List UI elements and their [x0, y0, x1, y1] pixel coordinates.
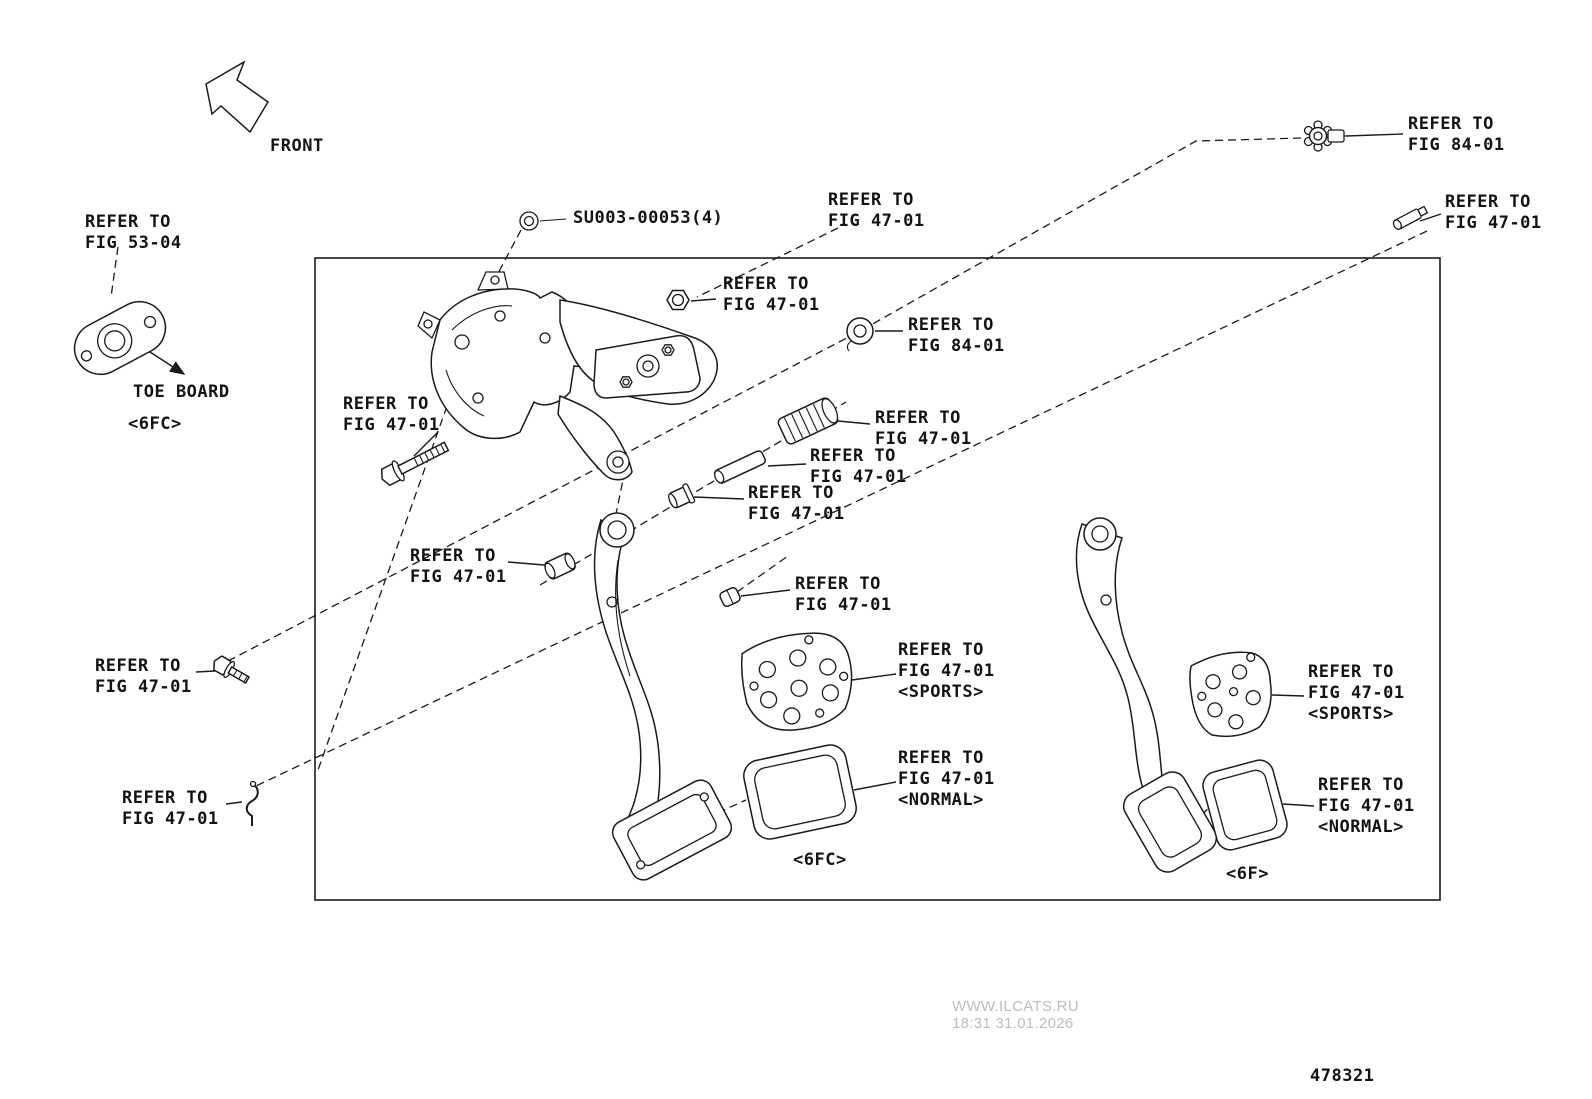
- callout-clip: REFER TO FIG 47-01: [795, 574, 892, 616]
- callout-normal-pad-right: REFER TO FIG 47-01 <NORMAL>: [1318, 775, 1415, 838]
- fastener-part-number-label: SU003-00053(4): [573, 208, 724, 228]
- grommet: [846, 317, 874, 352]
- callout-toe-board-fig: REFER TO FIG 53-04: [85, 212, 182, 254]
- callout-line: REFER TO: [1318, 775, 1404, 795]
- callout-line: FIG 47-01: [723, 295, 820, 315]
- callout-line: FIG 47-01: [875, 429, 972, 449]
- left-pedal-variant-label: <6FC>: [793, 850, 847, 870]
- callout-line: FIG 47-01: [828, 211, 925, 231]
- callout-line: REFER TO: [343, 394, 429, 414]
- right-pedal-variant-label: <6F>: [1226, 864, 1269, 884]
- callout-line: <NORMAL>: [898, 790, 984, 810]
- callout-line: FIG 47-01: [1445, 213, 1542, 233]
- callout-line: FIG 47-01: [898, 769, 995, 789]
- callout-right-clevis: REFER TO FIG 47-01: [1445, 192, 1542, 234]
- leader-lines: [195, 133, 1442, 807]
- left-pedal-arm: [593, 512, 733, 881]
- drawing-number: 478321: [1310, 1066, 1375, 1086]
- callout-pivot-bolt: REFER TO FIG 47-01: [343, 394, 440, 436]
- sports-pad-left: [740, 632, 853, 731]
- mount-nut: [666, 289, 690, 311]
- callout-sports-pad-right: REFER TO FIG 47-01 <SPORTS>: [1308, 662, 1405, 725]
- callout-collar: REFER TO FIG 47-01: [748, 483, 845, 525]
- left-spring-pin: [245, 780, 259, 826]
- callout-line: FIG 47-01: [1318, 796, 1415, 816]
- callout-line: FIG 84-01: [908, 336, 1005, 356]
- toe-board-variant-label: <6FC>: [128, 414, 182, 434]
- callout-line: REFER TO: [723, 274, 809, 294]
- callout-line: FIG 47-01: [748, 504, 845, 524]
- watermark-site: WWW.ILCATS.RU: [952, 998, 1079, 1015]
- toe-board-label: TOE BOARD: [133, 382, 230, 402]
- stop-lamp-switch: [1303, 120, 1349, 152]
- left-small-bolt: [213, 655, 251, 685]
- callout-bushing-small: REFER TO FIG 47-01: [410, 546, 507, 588]
- right-pedal-plate: [1122, 771, 1218, 873]
- callout-left-bolt: REFER TO FIG 47-01: [95, 656, 192, 698]
- callout-grommet: REFER TO FIG 84-01: [908, 315, 1005, 357]
- front-label: FRONT: [270, 136, 324, 156]
- collar: [668, 483, 696, 509]
- callout-line: FIG 47-01: [343, 415, 440, 435]
- large-bushing: [777, 397, 839, 445]
- callout-line: REFER TO: [810, 446, 896, 466]
- callout-line: FIG 47-01: [1308, 683, 1405, 703]
- clevis-pin-part: [1392, 205, 1429, 230]
- callout-line: REFER TO: [795, 574, 881, 594]
- callout-line: FIG 84-01: [1408, 135, 1505, 155]
- normal-pad-left: [743, 744, 857, 840]
- right-pedal-arm: [1075, 517, 1218, 873]
- callout-line: REFER TO: [908, 315, 994, 335]
- callout-line: FIG 47-01: [795, 595, 892, 615]
- sports-pad-right: [1189, 651, 1272, 738]
- callout-line: <SPORTS>: [1308, 704, 1394, 724]
- normal-pad-right: [1202, 759, 1288, 851]
- callout-line: REFER TO: [875, 408, 961, 428]
- watermark-time: 18:31 31.01.2026: [952, 1015, 1074, 1032]
- pedal-bracket-assembly: [417, 271, 718, 481]
- callout-normal-pad-left: REFER TO FIG 47-01 <NORMAL>: [898, 748, 995, 811]
- pivot-bolt: [380, 441, 450, 487]
- callout-line: FIG 47-01: [898, 661, 995, 681]
- toe-board-arrow: [149, 351, 186, 375]
- callout-push-rod: REFER TO FIG 47-01: [810, 446, 907, 488]
- callout-line: REFER TO: [748, 483, 834, 503]
- front-direction-arrow: [205, 60, 270, 134]
- callout-line: FIG 47-01: [810, 467, 907, 487]
- callout-sports-pad-left: REFER TO FIG 47-01 <SPORTS>: [898, 640, 995, 703]
- clip: [719, 586, 741, 608]
- callout-line: FIG 47-01: [410, 567, 507, 587]
- callout-line: FIG 47-01: [95, 677, 192, 697]
- callout-left-pin: REFER TO FIG 47-01: [122, 788, 219, 830]
- callout-line: <NORMAL>: [1318, 817, 1404, 837]
- callout-line: REFER TO: [85, 212, 171, 232]
- callout-line: REFER TO: [410, 546, 496, 566]
- left-pedal-plate: [611, 779, 733, 881]
- callout-line: FIG 53-04: [85, 233, 182, 253]
- callout-line: REFER TO: [1308, 662, 1394, 682]
- small-bushing: [544, 552, 576, 580]
- callout-bushing-large: REFER TO FIG 47-01: [875, 408, 972, 450]
- callout-line: REFER TO: [1445, 192, 1531, 212]
- watermark: WWW.ILCATS.RU 18:31 31.01.2026: [952, 998, 1079, 1032]
- callout-line: REFER TO: [122, 788, 208, 808]
- callout-stop-switch: REFER TO FIG 84-01: [1408, 114, 1505, 156]
- diagram-frame-box: [314, 257, 1441, 901]
- callout-line: REFER TO: [1408, 114, 1494, 134]
- callout-mount-nut: REFER TO FIG 47-01: [723, 274, 820, 316]
- callout-line: REFER TO: [95, 656, 181, 676]
- callout-line: REFER TO: [828, 190, 914, 210]
- su003-screw-icon: [519, 211, 567, 231]
- callout-line: FIG 47-01: [122, 809, 219, 829]
- callout-line: REFER TO: [898, 640, 984, 660]
- callout-top-center: REFER TO FIG 47-01: [828, 190, 925, 232]
- callout-line: REFER TO: [898, 748, 984, 768]
- push-rod: [713, 450, 766, 484]
- toe-board-flange: [73, 300, 167, 376]
- callout-line: <SPORTS>: [898, 682, 984, 702]
